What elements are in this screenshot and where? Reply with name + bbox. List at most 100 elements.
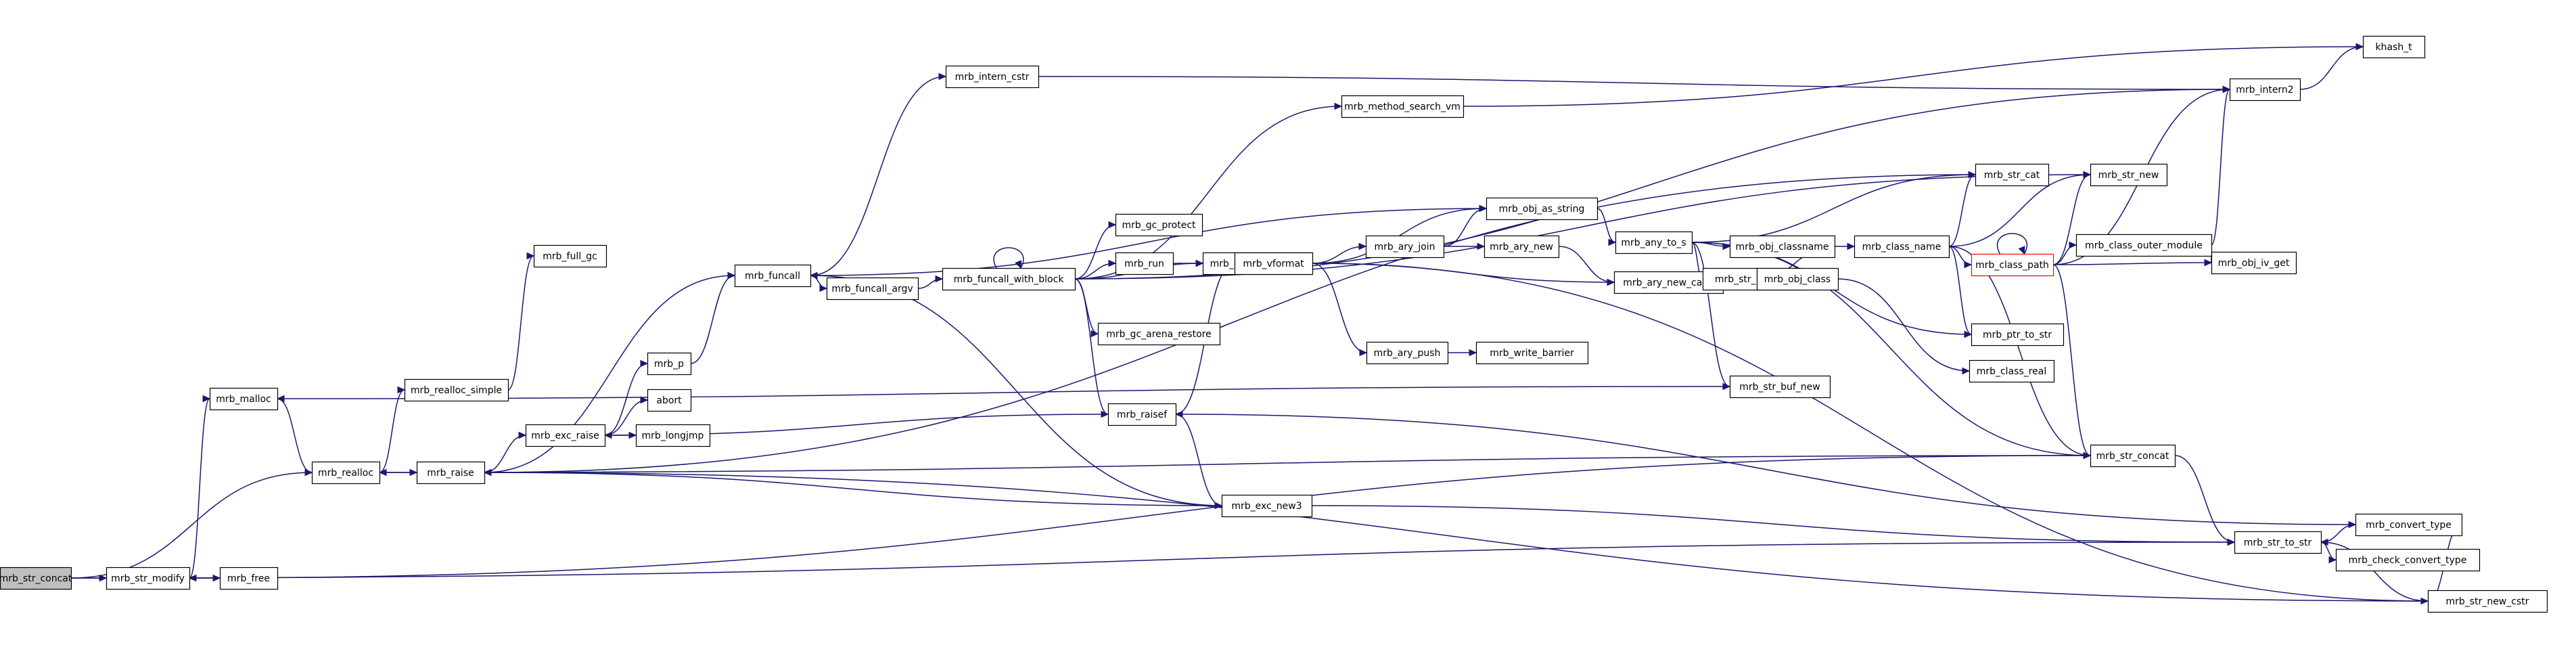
call-edge — [70, 472, 313, 579]
node-box — [0, 567, 72, 590]
node-label: mrb_intern_cstr — [955, 72, 1030, 83]
call-edge — [484, 472, 1222, 506]
arrowhead — [2018, 246, 2025, 255]
node-box — [1971, 253, 2054, 277]
node-label: mrb_exc_new3 — [1231, 501, 1302, 512]
node-mrb-ptr-to-str[interactable]: mrb_ptr_to_str — [1971, 323, 2065, 347]
node-mrb-write-barrier[interactable]: mrb_write_barrier — [1475, 341, 1589, 365]
node-mrb-str-to-str[interactable]: mrb_str_to_str — [2234, 531, 2322, 554]
node-mrb-ary-push[interactable]: mrb_ary_push — [1366, 341, 1449, 365]
node-box — [1615, 231, 1693, 254]
arrowhead — [1477, 242, 1486, 250]
call-edge — [2174, 455, 2235, 543]
node-mrb-ary-join[interactable]: mrb_ary_join — [1365, 235, 1445, 259]
node-mrb-exc-raise[interactable]: mrb_exc_raise — [525, 424, 606, 447]
node-mrb-funcall-argv[interactable]: mrb_funcall_argv — [826, 277, 919, 301]
node-mrb-class-real[interactable]: mrb_class_real — [1969, 359, 2055, 383]
node-label: mrb_class_name — [1862, 242, 1941, 252]
node-mrb-funcall-with-block[interactable]: mrb_funcall_with_block — [942, 267, 1076, 291]
node-box — [647, 352, 692, 376]
node-mrb-p[interactable]: mrb_p — [647, 352, 692, 376]
call-edge — [1175, 414, 2356, 525]
arrowhead — [1469, 349, 1477, 357]
arrowhead — [518, 431, 527, 439]
node-mrb-intern2[interactable]: mrb_intern2 — [2229, 78, 2301, 102]
node-khash-t[interactable]: khash_t — [2362, 35, 2426, 59]
node-mrb-intern-cstr[interactable]: mrb_intern_cstr — [945, 65, 1040, 89]
node-mrb-class-outer-module[interactable]: mrb_class_outer_module — [2075, 234, 2213, 257]
node-mrb-vformat[interactable]: mrb_vformat — [1234, 252, 1314, 275]
node-mrb-gc-arena-restore[interactable]: mrb_gc_arena_restore — [1097, 322, 1221, 346]
node-mrb-ary-new[interactable]: mrb_ary_new — [1484, 235, 1560, 259]
node-mrb-method-search-vm[interactable]: mrb_method_search_vm — [1341, 95, 1465, 118]
arrowhead — [640, 396, 649, 404]
call-edge — [277, 398, 313, 473]
node-mrb-full-gc[interactable]: mrb_full_gc — [533, 244, 607, 268]
node-box — [1486, 197, 1598, 221]
node-box — [826, 277, 919, 301]
node-mrb-longjmp[interactable]: mrb_longjmp — [635, 424, 711, 447]
node-label: mrb_str_new_cstr — [2446, 596, 2529, 607]
arrowhead — [1174, 410, 1183, 418]
node-box — [1097, 322, 1221, 346]
node-mrb-funcall[interactable]: mrb_funcall — [734, 264, 812, 288]
node-mrb-str-buf-new[interactable]: mrb_str_buf_new — [1729, 375, 1831, 399]
node-label: mrb_class_path — [1975, 260, 2049, 271]
node-mrb-str-concat2[interactable]: mrb_str_concat — [2090, 444, 2176, 468]
node-box — [2362, 35, 2426, 59]
arrowhead — [188, 574, 197, 582]
node-label: abort — [656, 395, 682, 406]
node-mrb-realloc-simple[interactable]: mrb_realloc_simple — [404, 378, 509, 402]
arrowhead — [1964, 261, 1973, 269]
node-label: mrb_str_new — [2098, 170, 2159, 181]
node-mrb-raise[interactable]: mrb_raise — [416, 461, 486, 485]
node-label: mrb_exc_raise — [531, 430, 599, 441]
node-mrb-free[interactable]: mrb_free — [219, 567, 279, 590]
node-mrb-str-new-cstr[interactable]: mrb_str_new_cstr — [2427, 590, 2548, 613]
node-label: mrb_funcall_with_block — [954, 274, 1065, 285]
arrowhead — [1108, 221, 1117, 229]
node-label: mrb_realloc — [318, 468, 373, 479]
node-mrb-gc-protect[interactable]: mrb_gc_protect — [1115, 213, 1203, 237]
node-label: mrb_gc_arena_restore — [1106, 329, 1211, 340]
node-mrb-str-cat[interactable]: mrb_str_cat — [1975, 163, 2050, 187]
node-mrb-str-concat-root[interactable]: mrb_str_concat — [0, 567, 72, 590]
arrowhead — [1607, 278, 1615, 286]
node-abort[interactable]: abort — [647, 389, 692, 412]
call-edge — [1312, 263, 1367, 353]
node-mrb-check-convert-type[interactable]: mrb_check_convert_type — [2335, 548, 2481, 572]
arrowhead — [819, 284, 828, 292]
arrowhead — [1108, 259, 1117, 267]
node-box — [1729, 375, 1831, 399]
node-label: mrb_write_barrier — [1490, 348, 1574, 359]
node-mrb-convert-type[interactable]: mrb_convert_type — [2355, 513, 2463, 537]
node-mrb-exc-new3[interactable]: mrb_exc_new3 — [1221, 494, 1313, 518]
node-label: mrb_str_concat — [2096, 451, 2169, 462]
call-edge — [1948, 174, 1976, 247]
node-mrb-malloc[interactable]: mrb_malloc — [209, 387, 279, 411]
node-mrb-any-to-s[interactable]: mrb_any_to_s — [1615, 231, 1693, 254]
node-mrb-obj-as-string[interactable]: mrb_obj_as_string — [1486, 197, 1598, 221]
node-mrb-str-new[interactable]: mrb_str_new — [2090, 163, 2168, 187]
node-label: mrb_longjmp — [642, 430, 704, 441]
node-box — [1484, 235, 1560, 259]
call-edge — [2052, 262, 2212, 265]
node-box — [1971, 323, 2065, 347]
node-box — [2211, 251, 2297, 275]
node-mrb-raisef[interactable]: mrb_raisef — [1107, 403, 1177, 426]
node-mrb-obj-iv-get[interactable]: mrb_obj_iv_get — [2211, 251, 2297, 275]
node-mrb-run[interactable]: mrb_run — [1115, 252, 1174, 275]
node-label: mrb_obj_as_string — [1499, 204, 1585, 215]
node-mrb-str-modify[interactable]: mrb_str_modify — [106, 567, 191, 590]
node-mrb-class-path[interactable]: mrb_class_path — [1971, 253, 2054, 277]
arrowhead — [2222, 85, 2231, 93]
node-mrb-obj-class[interactable]: mrb_obj_class — [1756, 267, 1839, 291]
arrowhead — [304, 468, 313, 477]
node-mrb-class-name[interactable]: mrb_class_name — [1854, 235, 1950, 259]
node-box — [1756, 267, 1839, 291]
node-mrb-obj-classname[interactable]: mrb_obj_classname — [1729, 235, 1836, 259]
node-label: mrb_full_gc — [543, 251, 597, 262]
node-mrb-realloc[interactable]: mrb_realloc — [311, 461, 381, 485]
